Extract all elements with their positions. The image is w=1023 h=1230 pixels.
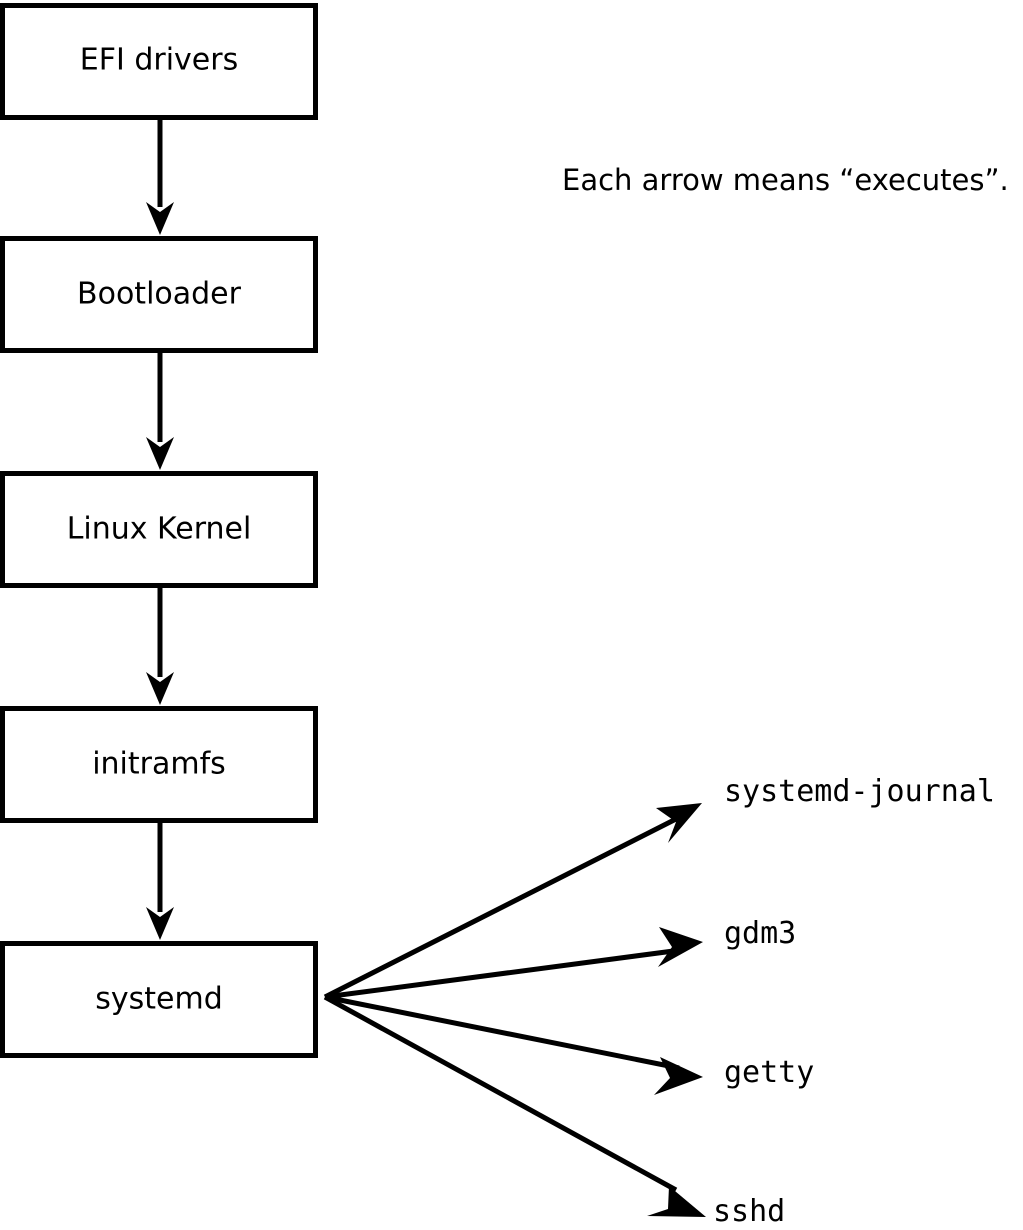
arrowhead-icon [658, 927, 703, 967]
arrowhead-icon [656, 803, 702, 843]
node-label: Linux Kernel [67, 512, 252, 547]
edge-efi-drivers-to-bootloader [146, 120, 174, 235]
node-box [0, 3, 318, 120]
node-linux-kernel[interactable]: Linux Kernel [0, 471, 318, 588]
leaf-label-gdm3: gdm3 [724, 916, 796, 951]
edge-systemd-to-getty [324, 994, 703, 1095]
edge-systemd-to-sshd [323, 994, 706, 1217]
arrowhead-icon [146, 907, 174, 940]
fanout-edges [323, 803, 706, 1217]
legend-note: Each arrow means “executes”. [562, 163, 1009, 197]
edge-line [323, 994, 678, 1193]
node-box [0, 706, 318, 823]
node-box [0, 236, 318, 353]
leaf-label-getty: getty [724, 1055, 814, 1090]
arrowhead-icon [647, 1186, 706, 1217]
edge-linux-kernel-to-initramfs [146, 588, 174, 705]
node-systemd[interactable]: systemd [0, 941, 318, 1058]
node-box [0, 941, 318, 1058]
edge-initramfs-to-systemd [146, 823, 174, 940]
leaf-label-systemd-journal: systemd-journal [724, 774, 995, 809]
leaf-label-sshd: sshd [713, 1194, 785, 1229]
edge-bootloader-to-linux-kernel [146, 353, 174, 470]
node-bootloader[interactable]: Bootloader [0, 236, 318, 353]
node-label: systemd [95, 982, 223, 1017]
arrowhead-icon [654, 1057, 703, 1095]
node-label: Bootloader [77, 277, 242, 312]
arrowhead-icon [146, 437, 174, 470]
edge-line [324, 994, 680, 1071]
edge-line [323, 815, 680, 1000]
arrowhead-icon [146, 202, 174, 235]
node-label: initramfs [92, 747, 226, 782]
arrowhead-icon [146, 672, 174, 705]
chain-edges [146, 120, 174, 940]
node-efi-drivers[interactable]: EFI drivers [0, 3, 318, 120]
node-label: EFI drivers [80, 43, 238, 78]
node-box [0, 471, 318, 588]
edge-line [324, 947, 682, 1000]
node-initramfs[interactable]: initramfs [0, 706, 318, 823]
edge-systemd-to-systemd-journal [323, 803, 702, 1000]
edge-systemd-to-gdm3 [324, 927, 703, 1000]
